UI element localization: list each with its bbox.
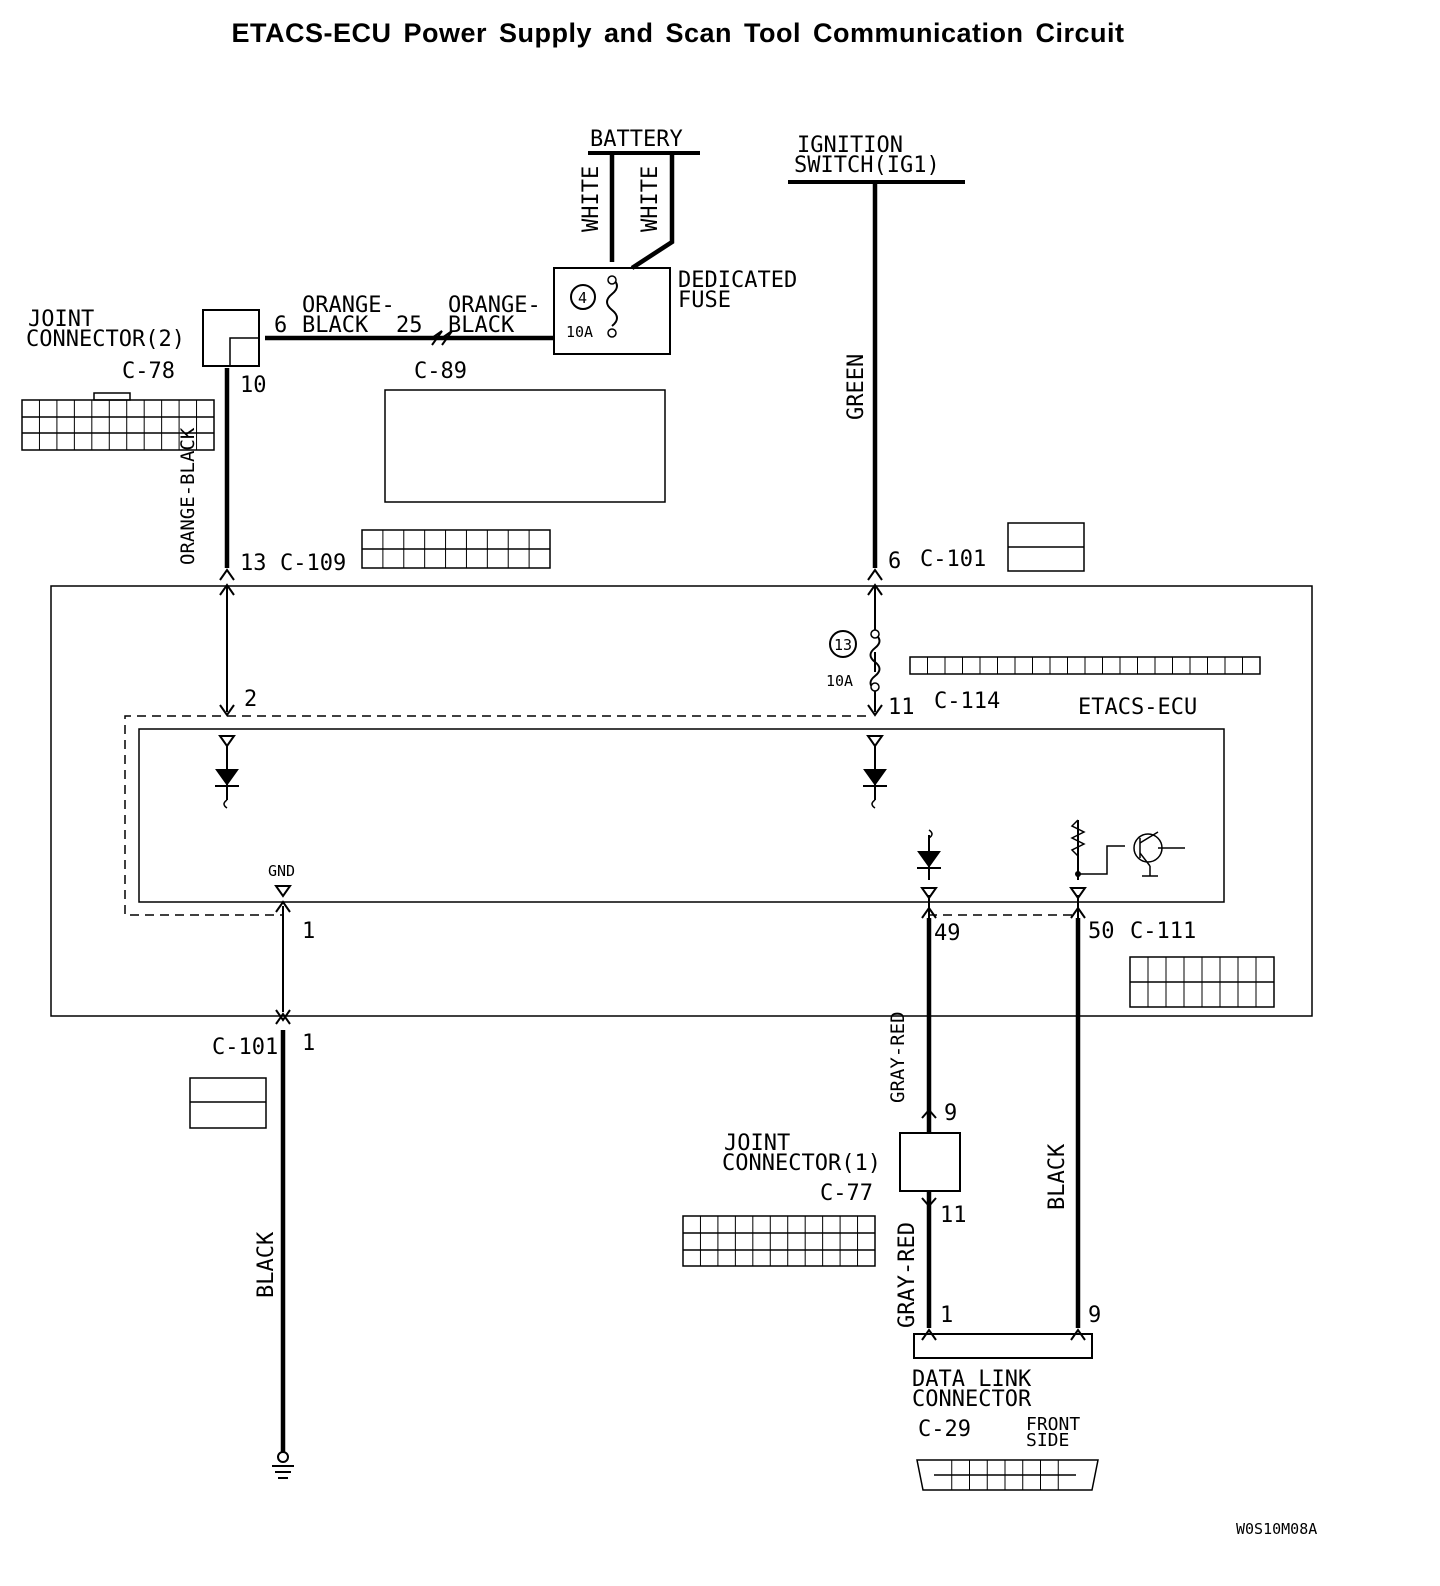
c109-label: C-109 [280,551,346,576]
pin-6b-label: 6 [888,549,901,574]
dedicated-fuse-label-1: DEDICATED [678,268,797,293]
pin-11-label: 11 [888,695,915,720]
c114-label: C-114 [934,689,1000,714]
white-wire-label-2: WHITE [638,166,663,232]
pin-1c-label: 1 [940,1303,953,1328]
front-side-label-1: FRONT [1026,1414,1080,1435]
orange-black-vertical-label: ORANGE-BLACK [177,427,199,565]
dlc-label-2: CONNECTOR [912,1387,1032,1412]
c29-label: C-29 [918,1417,971,1442]
pin-6-label: 6 [274,313,287,338]
data-link-connector-box [913,1333,1093,1359]
pin-49-label: 49 [934,921,961,946]
dlc-label-1: DATA LINK [912,1367,1032,1392]
ground-symbol [272,1451,294,1479]
battery-label: BATTERY [590,127,683,152]
wires [224,153,1081,1452]
pin-9-label: 9 [944,1101,957,1126]
diagram-code: W0S10M08A [1236,1520,1317,1538]
joint-connector-2-label-1: JOINT [28,307,94,332]
pin-11b-label: 11 [940,1203,967,1228]
fuse-13-amp: 10A [826,672,853,690]
pin-13-label: 13 [240,551,267,576]
etacs-ecu-label: ETACS-ECU [1078,695,1197,720]
green-wire-label: GREEN [844,354,869,420]
pin-2-label: 2 [244,687,257,712]
pin-1b-label: 1 [302,1031,315,1056]
transistor-circuit [1070,819,1185,877]
pin-9b-label: 9 [1088,1303,1101,1328]
white-wire-label-1: WHITE [579,166,604,232]
joint-connector-1-box [899,1132,961,1192]
c101-bottom-label: C-101 [212,1035,278,1060]
dedicated-fuse-box [553,267,671,355]
gray-red-bottom-label: GRAY-RED [895,1222,920,1328]
page-title: ETACS-ECU Power Supply and Scan Tool Com… [231,18,1125,48]
front-side-label-2: SIDE [1026,1430,1069,1451]
ecu-inner-box [138,728,1225,903]
pin-50-label: 50 [1088,919,1115,944]
c89-label: C-89 [414,359,467,384]
orange-black-label-b2: BLACK [448,313,515,338]
ecu-dashed-boundary [124,715,866,916]
pin-grid-cells [38,400,1257,1490]
joint-connector-1-label-2: CONNECTOR(1) [722,1151,881,1176]
fuse-4-number: 4 [578,289,587,307]
dedicated-fuse-label-2: FUSE [678,288,731,313]
c101-top-label: C-101 [920,547,986,572]
ecu-outer-box [50,585,1313,1017]
orange-black-label-b1: ORANGE- [448,293,541,318]
orange-black-label-a2: BLACK [302,313,369,338]
fuse-4-amp: 10A [566,323,593,341]
ignition-label-2: SWITCH(IG1) [794,153,940,178]
gray-red-top-label: GRAY-RED [887,1011,909,1103]
ignition-label-1: IGNITION [797,133,903,158]
pin-10-label: 10 [240,373,267,398]
wire-white-2 [630,153,675,270]
c78-label: C-78 [122,359,175,384]
fuse-13-symbol [869,633,881,691]
fuse-4-symbol [606,277,618,327]
pin-1-label: 1 [302,919,315,944]
black-left-wire-label: BLACK [254,1231,279,1298]
pin-25-label: 25 [396,313,423,338]
black-right-wire-label: BLACK [1045,1143,1070,1210]
fuse-13-number: 13 [834,636,852,654]
c77-label: C-77 [820,1181,873,1206]
joint-connector-2-label-2: CONNECTOR(2) [26,327,185,352]
gnd-label: GND [268,862,295,880]
c111-label: C-111 [1130,919,1196,944]
joint-connector-1-label-1: JOINT [724,1131,790,1156]
orange-black-label-a1: ORANGE- [302,293,395,318]
